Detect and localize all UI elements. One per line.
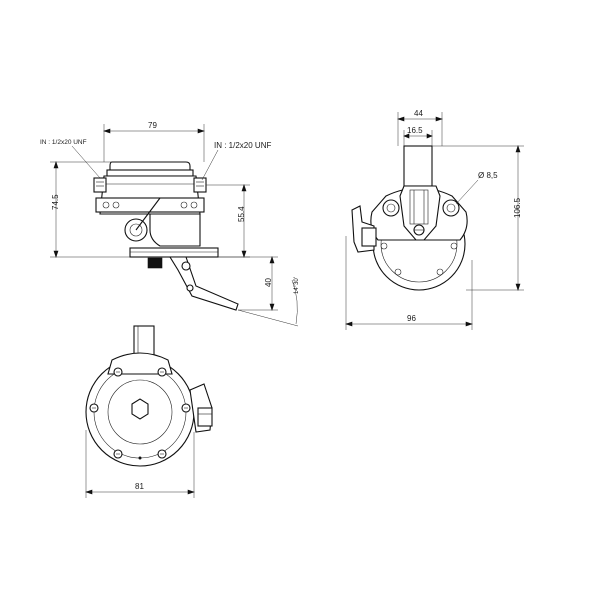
dim-side-mid-height: 55.4 <box>237 206 246 222</box>
dim-side-width: 79 <box>148 121 157 130</box>
front-view: 44 16.5 Ø 8,5 106.5 96 <box>345 109 524 330</box>
dim-bottom-width: 81 <box>135 482 144 491</box>
dim-front-height: 106.5 <box>513 197 522 218</box>
dim-front-base-width: 96 <box>407 314 416 323</box>
dim-front-inner-width: 16.5 <box>407 126 423 135</box>
dim-lever-height: 40 <box>264 278 273 287</box>
dim-hole-diameter: Ø 8,5 <box>478 171 498 180</box>
bottom-view: 81 <box>85 325 213 498</box>
dim-front-width: 44 <box>414 109 423 118</box>
dim-lever-angle: 14°30' <box>294 277 300 294</box>
note-inlet-right: IN : 1/2x20 UNF <box>214 141 271 150</box>
dim-side-height: 74.5 <box>51 194 60 210</box>
side-view: 79 74.5 55.4 40 14°30' IN : 1/2x20 UNF I… <box>40 121 300 327</box>
note-inlet-left: IN : 1/2x20 UNF <box>40 139 87 146</box>
